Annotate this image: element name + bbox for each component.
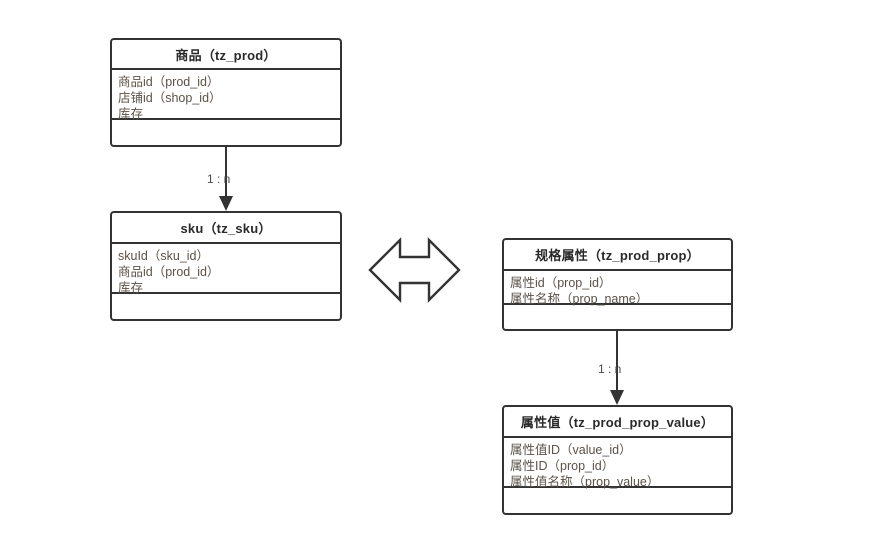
- field-row: 库存: [118, 107, 144, 121]
- field-row: 属性ID（prop_id）: [510, 459, 615, 473]
- entity-footer-tz-prod-prop-value: [504, 488, 731, 513]
- entity-footer-tz-prod-prop: [504, 305, 731, 329]
- field-row: 商品id（prod_id）: [118, 75, 220, 89]
- entity-footer-tz-sku: [112, 294, 340, 319]
- entity-tz-prod[interactable]: 商品（tz_prod） 商品id（prod_id） 店铺id（shop_id） …: [110, 38, 342, 147]
- field-row: 属性值名称（prop_value）: [510, 475, 660, 489]
- double-arrow-left-right-icon: [368, 237, 461, 303]
- field-row: skuId（sku_id）: [118, 249, 210, 263]
- field-row: 店铺id（shop_id）: [118, 91, 222, 105]
- entity-title-tz-prod: 商品（tz_prod）: [112, 40, 340, 70]
- field-row: 属性id（prop_id）: [510, 276, 612, 290]
- entity-tz-prod-prop[interactable]: 规格属性（tz_prod_prop） 属性id（prop_id） 属性名称（pr…: [502, 238, 733, 331]
- field-row: 库存: [118, 281, 144, 295]
- entity-fields-tz-prod-prop-value: 属性值ID（value_id） 属性ID（prop_id） 属性值名称（prop…: [504, 438, 731, 489]
- entity-fields-tz-sku: skuId（sku_id） 商品id（prod_id） 库存: [112, 244, 340, 295]
- cardinality-label-prod-sku: 1 : n: [207, 172, 231, 186]
- entity-footer-tz-prod: [112, 120, 340, 145]
- entity-fields-tz-prod-prop: 属性id（prop_id） 属性名称（prop_name）: [504, 271, 731, 306]
- entity-fields-tz-prod: 商品id（prod_id） 店铺id（shop_id） 库存: [112, 70, 340, 121]
- entity-title-tz-prod-prop-value: 属性值（tz_prod_prop_value）: [504, 407, 731, 438]
- entity-title-tz-sku: sku（tz_sku）: [112, 213, 340, 244]
- field-row: 属性值ID（value_id）: [510, 443, 632, 457]
- field-row: 属性名称（prop_name）: [510, 292, 649, 306]
- field-row: 商品id（prod_id）: [118, 265, 220, 279]
- cardinality-label-prop-to-prop-value: 1 : n: [598, 362, 622, 376]
- entity-tz-prod-prop-value[interactable]: 属性值（tz_prod_prop_value） 属性值ID（value_id） …: [502, 405, 733, 515]
- entity-tz-sku[interactable]: sku（tz_sku） skuId（sku_id） 商品id（prod_id） …: [110, 211, 342, 321]
- entity-title-tz-prod-prop: 规格属性（tz_prod_prop）: [504, 240, 731, 271]
